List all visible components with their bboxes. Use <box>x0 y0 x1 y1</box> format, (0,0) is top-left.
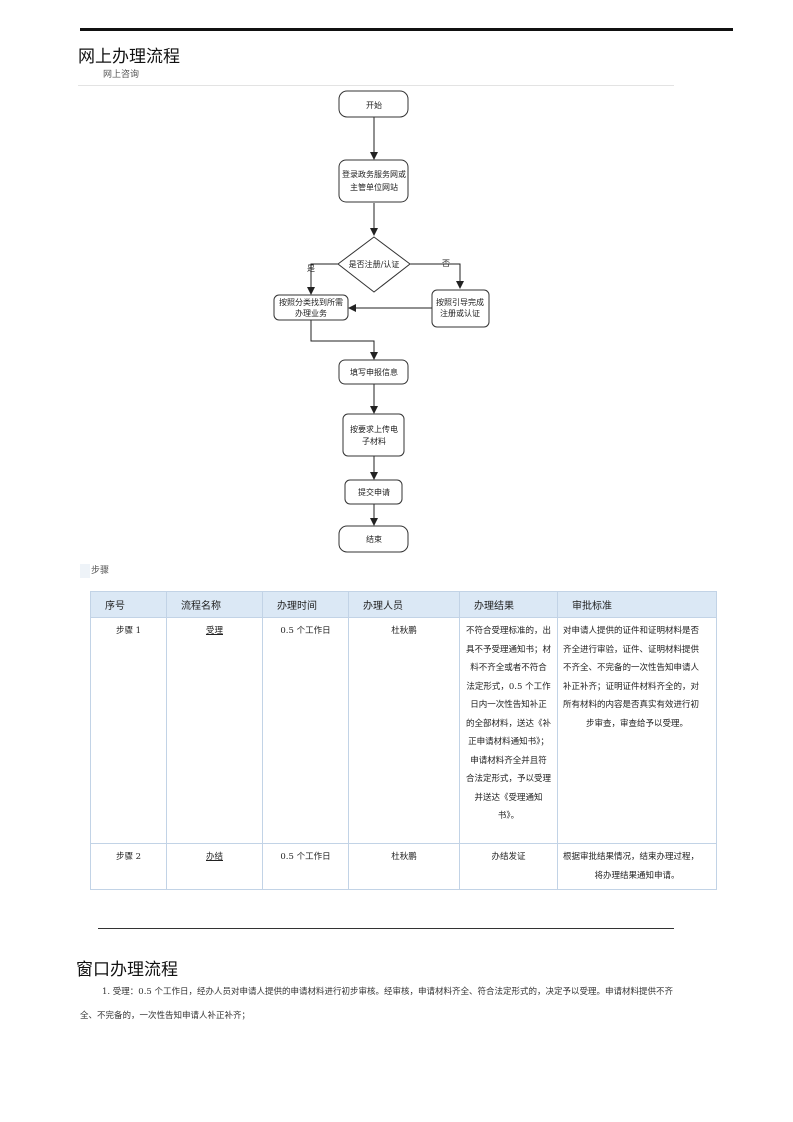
section-subtitle-consult: 网上咨询 <box>103 70 140 80</box>
cell-standard: 对申请人提供的证件和证明材料是否 齐全进行审验，证件、证明材料提供 不齐全、不完… <box>557 617 717 844</box>
text-no: 否 <box>442 259 450 268</box>
result-line: 料不齐全或者不符合 <box>470 663 547 673</box>
node-end <box>338 525 409 553</box>
text-start: 开始 <box>366 100 382 110</box>
cell-person: 杜秋鹏 <box>348 843 460 890</box>
window-process-paragraph: 1. 受理：0.5 个工作日，经办人员对申请人提供的申请材料进行初步审核。经审核… <box>80 987 674 1021</box>
top-rule <box>80 28 733 31</box>
standard-line: 所有材料的内容是否真实有效进行初 <box>563 700 700 710</box>
cell-seq: 步骤 2 <box>90 843 167 890</box>
process-name-link[interactable]: 办结 <box>205 852 223 862</box>
node-fill <box>338 359 409 385</box>
text-find-1: 按照分类找到所需 <box>279 297 343 307</box>
result-line: 合法定形式，予以受理 <box>465 774 551 784</box>
node-find <box>273 294 349 321</box>
header-seq: 序号 <box>90 591 167 618</box>
result-line: 不符合受理标准的，出 <box>465 626 551 636</box>
node-submit <box>344 479 403 505</box>
text-upload-2: 子材料 <box>362 436 386 446</box>
text-login-1: 登录政务服务网或 <box>342 169 406 179</box>
arrow-decision-no <box>410 263 464 289</box>
text-end: 结束 <box>366 534 382 544</box>
cell-name: 办结 <box>166 843 263 890</box>
node-guide <box>431 289 490 328</box>
text-yes: 是 <box>307 264 315 273</box>
result-line: 的全部材料，送达《补 <box>465 718 551 729</box>
cell-person: 杜秋鹏 <box>348 617 460 844</box>
node-upload <box>342 413 405 457</box>
result-line: 具不予受理通知书；材 <box>465 644 551 655</box>
section-title-online: 网上办理流程 <box>78 47 180 67</box>
result-line: 书》。 <box>497 811 520 821</box>
cell-result: 办结发证 <box>459 843 558 890</box>
steps-marker <box>80 563 90 578</box>
result-line: 法定形式，0.5 个工作 <box>466 681 551 692</box>
standard-line: 不齐全、不完备的一次性告知申请人 <box>563 663 700 673</box>
standard-line: 补正补齐；证明证件材料齐全的，对 <box>563 681 700 692</box>
node-start <box>338 90 409 118</box>
standard-line: 将办理结果通知申请。 <box>594 870 680 881</box>
standard-line: 对申请人提供的证件和证明材料是否 <box>563 626 700 636</box>
cell-result: 不符合受理标准的，出 具不予受理通知书；材 料不齐全或者不符合 法定形式，0.5… <box>459 617 558 844</box>
text-decision: 是否注册/认证 <box>349 259 400 269</box>
cell-name: 受理 <box>166 617 263 844</box>
arrow-decision-yes <box>307 263 338 295</box>
result-line: 日内一次性告知补正 <box>470 700 547 710</box>
standard-line: 步审查，审查给予以受理。 <box>585 718 688 729</box>
node-login <box>338 159 409 203</box>
process-table: 序号 流程名称 办理时间 办理人员 办理结果 审批标准 步骤 1 受理 0.5 … <box>90 591 717 890</box>
result-line: 正申请材料通知书》； <box>468 737 549 747</box>
header-name: 流程名称 <box>166 591 263 618</box>
cell-standard: 根据审批结果情况，结束办理过程， 将办理结果通知申请。 <box>557 843 717 890</box>
cell-time: 0.5 个工作日 <box>262 617 349 844</box>
header-standard: 审批标准 <box>557 591 717 618</box>
text-guide-2: 注册或认证 <box>440 308 480 318</box>
process-name-link[interactable]: 受理 <box>205 626 223 636</box>
standard-line: 齐全进行审验，证件、证明材料提供 <box>563 644 700 655</box>
table-row: 步骤 2 办结 0.5 个工作日 杜秋鹏 办结发证 根据审批结果情况，结束办理过… <box>90 843 717 890</box>
divider-dark <box>98 928 674 929</box>
result-line: 办结发证 <box>491 852 526 862</box>
cell-seq: 步骤 1 <box>90 617 167 844</box>
text-find-2: 办理业务 <box>295 308 327 318</box>
arrow-find-fill <box>310 320 378 360</box>
standard-line: 根据审批结果情况，结束办理过程， <box>563 852 700 862</box>
steps-label: 步骤 <box>80 563 200 579</box>
header-result: 办理结果 <box>459 591 558 618</box>
divider-light <box>78 85 674 86</box>
result-line: 并送达《受理通知 <box>474 792 543 803</box>
text-guide-1: 按照引导完成 <box>436 297 484 307</box>
header-person: 办理人员 <box>348 591 460 618</box>
header-time: 办理时间 <box>262 591 349 618</box>
text-submit: 提交申请 <box>358 487 390 497</box>
table-header-row: 序号 流程名称 办理时间 办理人员 办理结果 审批标准 <box>90 591 717 618</box>
text-login-2: 主管单位网站 <box>350 182 398 192</box>
section-title-window: 窗口办理流程 <box>76 960 178 980</box>
flowchart: 开始 登录政务服务网或 主管单位网站 是否注册/认证 是 否 按照分类找到所需 … <box>273 90 490 553</box>
text-fill: 填写申报信息 <box>350 367 398 377</box>
node-decision <box>337 236 411 293</box>
cell-time: 0.5 个工作日 <box>262 843 349 890</box>
table-row: 步骤 1 受理 0.5 个工作日 杜秋鹏 不符合受理标准的，出 具不予受理通知书… <box>90 617 717 844</box>
result-line: 申请材料齐全并且符 <box>470 755 547 766</box>
text-upload-1: 按要求上传电 <box>350 424 398 434</box>
